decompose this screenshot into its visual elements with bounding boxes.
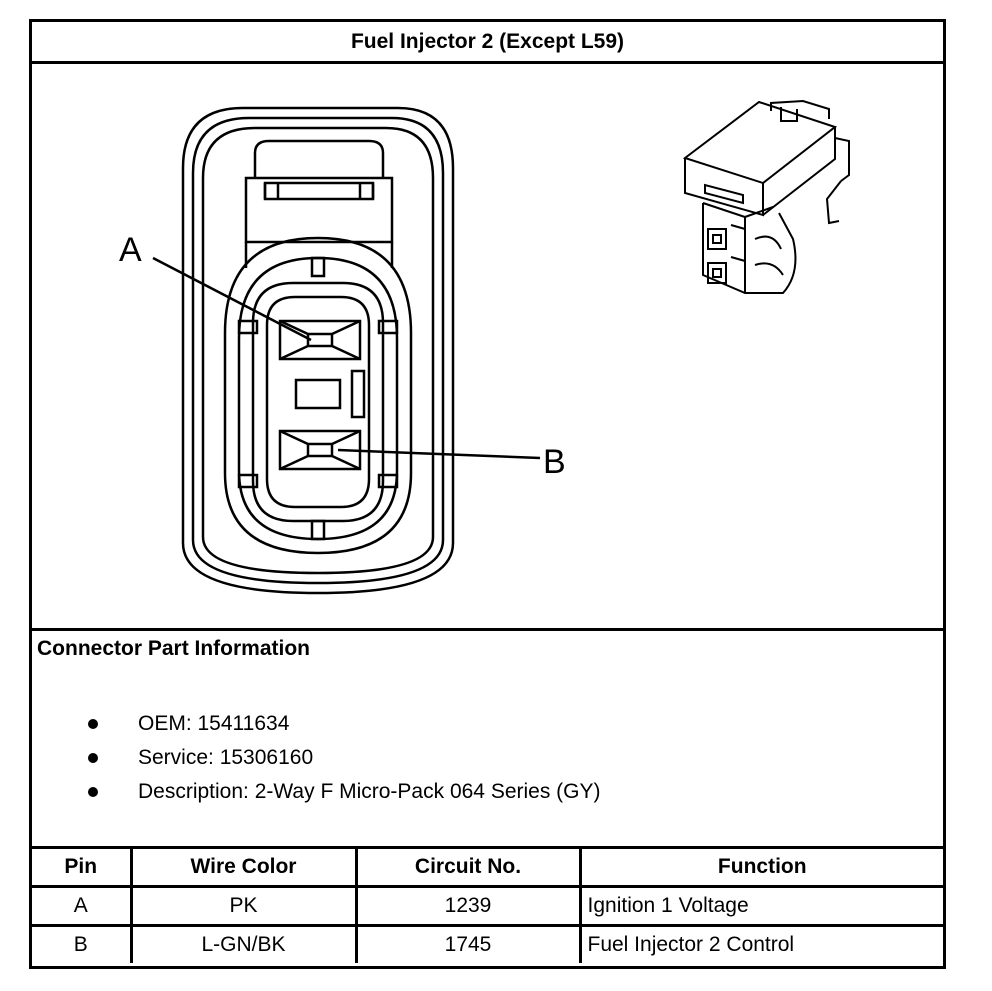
cell-wire-color: L-GN/BK xyxy=(129,924,358,963)
terminal-a xyxy=(278,319,362,361)
header-pin: Pin xyxy=(32,846,133,888)
cell-wire-color: PK xyxy=(129,885,358,927)
connector-drawing: A B xyxy=(119,99,850,595)
leader-line-b xyxy=(337,448,541,460)
table-row: A PK 1239 Ignition 1 Voltage xyxy=(32,885,943,927)
connector-sheet: Fuel Injector 2 (Except L59) xyxy=(29,19,946,969)
cell-function: Ignition 1 Voltage xyxy=(578,885,943,927)
table-row: B L-GN/BK 1745 Fuel Injector 2 Control xyxy=(32,924,943,963)
header-function: Function xyxy=(578,846,943,888)
oem-number: OEM: 15411634 xyxy=(138,712,290,735)
terminal-b xyxy=(278,429,362,471)
latch xyxy=(253,139,385,178)
header-circuit-no: Circuit No. xyxy=(354,846,582,888)
cell-circuit-no: 1239 xyxy=(354,885,582,927)
housing-outline xyxy=(181,106,455,595)
connector-iso-icon xyxy=(682,99,850,294)
list-item: Description: 2-Way F Micro-Pack 064 Seri… xyxy=(32,775,601,809)
part-info-list: OEM: 15411634 Service: 15306160 Descript… xyxy=(32,707,601,809)
seal-oval xyxy=(223,236,413,555)
pin-label-a: A xyxy=(119,231,142,269)
list-item: OEM: 15411634 xyxy=(32,707,601,741)
list-item: Service: 15306160 xyxy=(32,741,601,775)
connector-part-info: Connector Part Information OEM: 15411634… xyxy=(32,628,943,846)
info-heading: Connector Part Information xyxy=(37,637,311,660)
description: Description: 2-Way F Micro-Pack 064 Seri… xyxy=(138,780,601,803)
bullet-icon xyxy=(88,753,98,763)
bullet-icon xyxy=(88,719,98,729)
header-wire-color: Wire Color xyxy=(129,846,358,888)
leader-line-a xyxy=(152,256,312,342)
service-number: Service: 15306160 xyxy=(138,746,314,769)
table-header-row: Pin Wire Color Circuit No. Function xyxy=(32,846,943,888)
bullet-icon xyxy=(88,787,98,797)
cell-function: Fuel Injector 2 Control xyxy=(578,924,943,963)
cell-pin: A xyxy=(32,885,133,927)
connector-diagram: A B xyxy=(32,64,943,628)
pin-table: Pin Wire Color Circuit No. Function A PK… xyxy=(32,846,943,963)
page-title: Fuel Injector 2 (Except L59) xyxy=(32,22,943,64)
cell-pin: B xyxy=(32,924,133,963)
cell-circuit-no: 1745 xyxy=(354,924,582,963)
pin-label-b: B xyxy=(543,443,566,481)
